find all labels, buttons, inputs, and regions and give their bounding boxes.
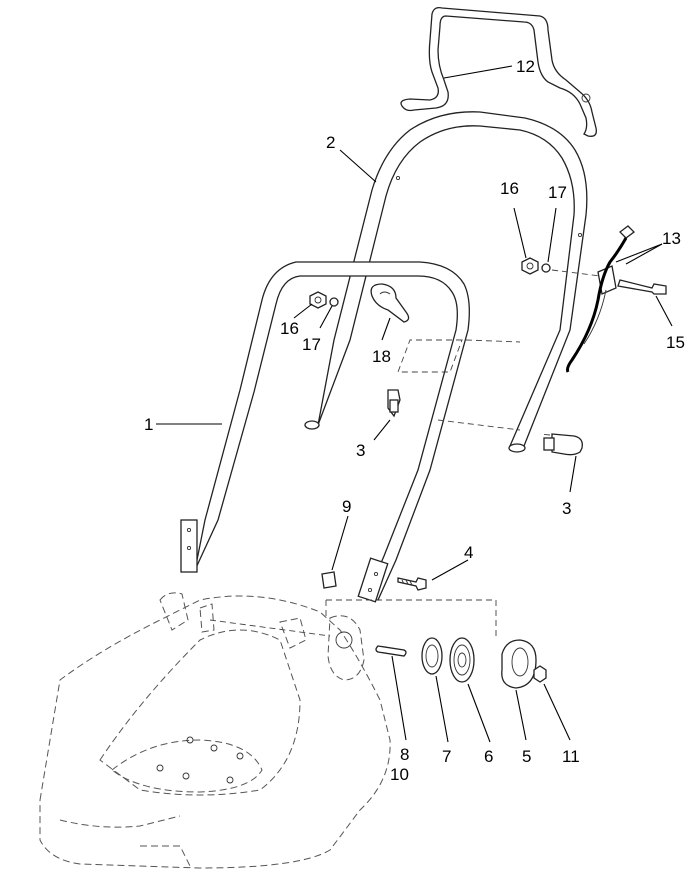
part-17-left-washer: [329, 297, 339, 307]
callout-3-left: 3: [356, 441, 365, 460]
part-13-cord-clamp: [551, 225, 635, 373]
part-4-screw: [397, 577, 427, 591]
mower-deck: [39, 592, 391, 869]
callout-1: 1: [144, 415, 153, 434]
callout-3-right: 3: [562, 499, 571, 518]
part-9-guide: [209, 619, 331, 637]
callout-12: 12: [516, 57, 535, 76]
part-1-lower-handle: [180, 261, 470, 603]
callout-18: 18: [372, 347, 391, 366]
wheel-assembly-outline: [325, 599, 497, 640]
callout-6: 6: [484, 747, 493, 766]
part-17-right-washer: [541, 263, 551, 273]
callout-17-left: 17: [302, 335, 321, 354]
callout-10: 10: [390, 765, 409, 784]
callout-5: 5: [522, 747, 531, 766]
part-15-screw: [617, 279, 667, 295]
callout-16-left: 16: [280, 319, 299, 338]
callout-16-right: 16: [500, 179, 519, 198]
callout-15: 15: [666, 333, 685, 352]
part-2-upper-handle: [304, 111, 588, 453]
part-7-gear: [421, 637, 443, 675]
callout-17-right: 17: [548, 183, 567, 202]
part-12-bracket: [400, 6, 597, 137]
part-16-right-nut: [521, 257, 539, 275]
callout-7: 7: [442, 747, 451, 766]
part-18-hairpin-clip: [370, 283, 410, 323]
part-16-left-nut: [309, 291, 327, 309]
callout-4: 4: [464, 543, 473, 562]
part-5-wheel-cap: [501, 639, 537, 689]
callout-11: 11: [562, 747, 580, 766]
callout-13: 13: [662, 229, 681, 248]
callout-labels: 1 2 3 3 4 5 6 7 8 9 10 11 12 13 15 16 17…: [144, 57, 685, 784]
callout-8: 8: [400, 745, 409, 764]
callout-9: 9: [342, 497, 351, 516]
part-3-left-bolt: [387, 389, 401, 418]
leader-lines: [156, 65, 673, 743]
part-9-clip: [321, 571, 337, 589]
callout-2: 2: [326, 133, 335, 152]
part-8-axle: [375, 645, 407, 657]
part-3-right-bolt: [543, 433, 583, 456]
part-6-gear: [449, 637, 475, 683]
part-11-nut: [533, 665, 547, 683]
